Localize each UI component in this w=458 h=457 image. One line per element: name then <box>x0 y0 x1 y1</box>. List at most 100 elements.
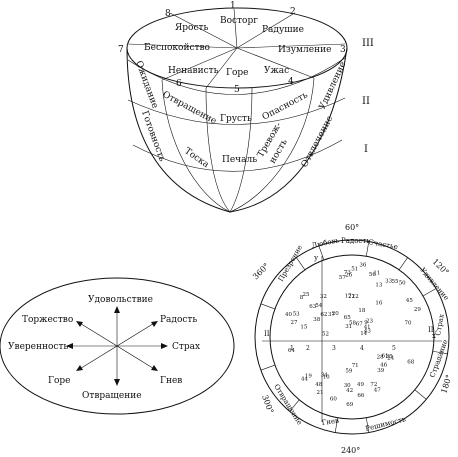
x-tick: 5 <box>392 345 396 352</box>
sector-line <box>233 8 238 49</box>
scatter-number: 54 <box>315 303 322 309</box>
scatter-number: 40 <box>285 312 292 318</box>
scatter-number: 8 <box>300 295 304 301</box>
scatter-number: 12 <box>352 294 359 300</box>
scatter-number: 42 <box>346 388 353 394</box>
emotion-label: Ожидание <box>133 60 159 110</box>
scatter-number: 73 <box>344 270 351 276</box>
scatter-number: 43 <box>364 328 371 334</box>
scatter-number: 11 <box>373 270 380 276</box>
sector-number: 8 <box>165 9 171 19</box>
emotion-label: Грусть <box>220 114 252 124</box>
emotion-label: Ненависть <box>168 66 219 76</box>
edge-label: II <box>428 326 434 334</box>
sector-curve <box>229 77 315 213</box>
sector-line <box>236 47 315 79</box>
arrowhead <box>76 321 83 327</box>
ring-label: Радость <box>341 237 370 245</box>
emotion-label: Ярость <box>175 23 208 33</box>
scatter-number: 66 <box>357 393 364 399</box>
sector-line <box>169 12 238 49</box>
sector-line <box>205 47 238 89</box>
scatter-number: 52 <box>322 331 329 337</box>
arrowhead <box>114 306 120 313</box>
ring-divider <box>296 257 306 271</box>
scatter-number: 50 <box>399 281 406 287</box>
scatter-number: 51 <box>351 267 358 273</box>
scatter-number: 63 <box>309 304 316 310</box>
ring-divider <box>365 241 370 257</box>
ring-divider <box>432 350 448 355</box>
scatter-number: 30 <box>344 383 351 389</box>
scatter-number: 37 <box>328 312 335 318</box>
star-ellipse <box>0 277 235 415</box>
star-label: Гнев <box>160 376 182 386</box>
sector-number: 6 <box>176 79 182 89</box>
scatter-number: 31 <box>345 324 352 330</box>
scatter-number: 70 <box>405 321 412 327</box>
scatter-number: 67 <box>356 321 363 327</box>
angle-label: 60° <box>345 223 359 232</box>
scatter-number: 17 <box>345 293 352 299</box>
scatter-number: 20 <box>332 311 339 317</box>
scatter-number: 10 <box>323 375 330 381</box>
ring-divider <box>260 303 276 310</box>
scatter-number: 15 <box>300 325 307 331</box>
emotion-label: Беспокойство <box>144 43 210 53</box>
scatter-number: 55 <box>392 279 399 285</box>
level-label: II <box>362 96 370 107</box>
scatter-number: 19 <box>305 373 312 379</box>
ring-line <box>127 97 346 125</box>
sector-line <box>236 43 346 49</box>
scatter-number: 59 <box>345 368 352 374</box>
angle-label: 240° <box>341 446 360 455</box>
star-label: Страх <box>172 342 200 352</box>
star-label: Горе <box>48 376 70 386</box>
level-label: I <box>364 144 368 155</box>
arrowhead <box>161 343 168 349</box>
scatter-number: 53 <box>293 312 300 318</box>
x-tick: 2 <box>306 345 310 352</box>
emotion-label: Изумление <box>278 45 331 55</box>
arrowhead <box>151 321 158 327</box>
ring-label: Счастье <box>368 238 399 251</box>
scatter-number: 68 <box>407 359 414 365</box>
scatter-number: 69 <box>346 402 353 408</box>
scatter-number: 64 <box>288 348 295 354</box>
sector-number: 5 <box>234 85 240 95</box>
ring-divider <box>414 389 427 400</box>
star-label: Удовольствие <box>88 295 153 305</box>
scatter-number: 62 <box>320 312 327 318</box>
ring-label: Решимость <box>365 415 407 433</box>
scatter-number: 9 <box>364 320 368 326</box>
emotion-cone-diagram: 1 2 3 4 5 6 7 8 III II I Восторг Радушие… <box>118 1 374 213</box>
sector-line <box>236 13 294 49</box>
outer-circle <box>254 239 450 435</box>
ring-label: Отвращение <box>272 383 303 427</box>
arrowhead <box>66 343 73 349</box>
ring-label: Любовь <box>311 236 340 250</box>
angle-label: 360° <box>251 261 271 281</box>
scatter-number: 61 <box>382 354 389 360</box>
emotion-label: Восторг <box>220 16 258 26</box>
emotion-label: Готовность <box>139 110 167 163</box>
scatter-number: 39 <box>377 368 384 374</box>
scatter-numbers: 8910111213141516171819202122232425262728… <box>285 263 421 409</box>
scatter-number: 45 <box>406 298 413 304</box>
ring-divider <box>289 399 300 412</box>
emotion-circle-diagram: 60° 240° 360° 120° 300° 180° Любовь Радо… <box>251 223 454 455</box>
y-axis-label: у <box>314 254 319 262</box>
emotion-label: Радушие <box>262 25 304 35</box>
sector-number: 4 <box>288 77 294 87</box>
ring-divider <box>334 417 339 433</box>
ring-line <box>132 139 343 172</box>
scatter-number: 48 <box>315 382 322 388</box>
scatter-number: 24 <box>387 356 394 362</box>
scatter-number: 57 <box>339 275 346 281</box>
scatter-number: 25 <box>303 292 310 298</box>
scatter-number: 32 <box>320 294 327 300</box>
scatter-number: 27 <box>291 320 298 326</box>
ring-label: Презрение <box>277 244 304 283</box>
ring-divider <box>260 364 276 371</box>
scatter-number: 56 <box>369 272 376 278</box>
